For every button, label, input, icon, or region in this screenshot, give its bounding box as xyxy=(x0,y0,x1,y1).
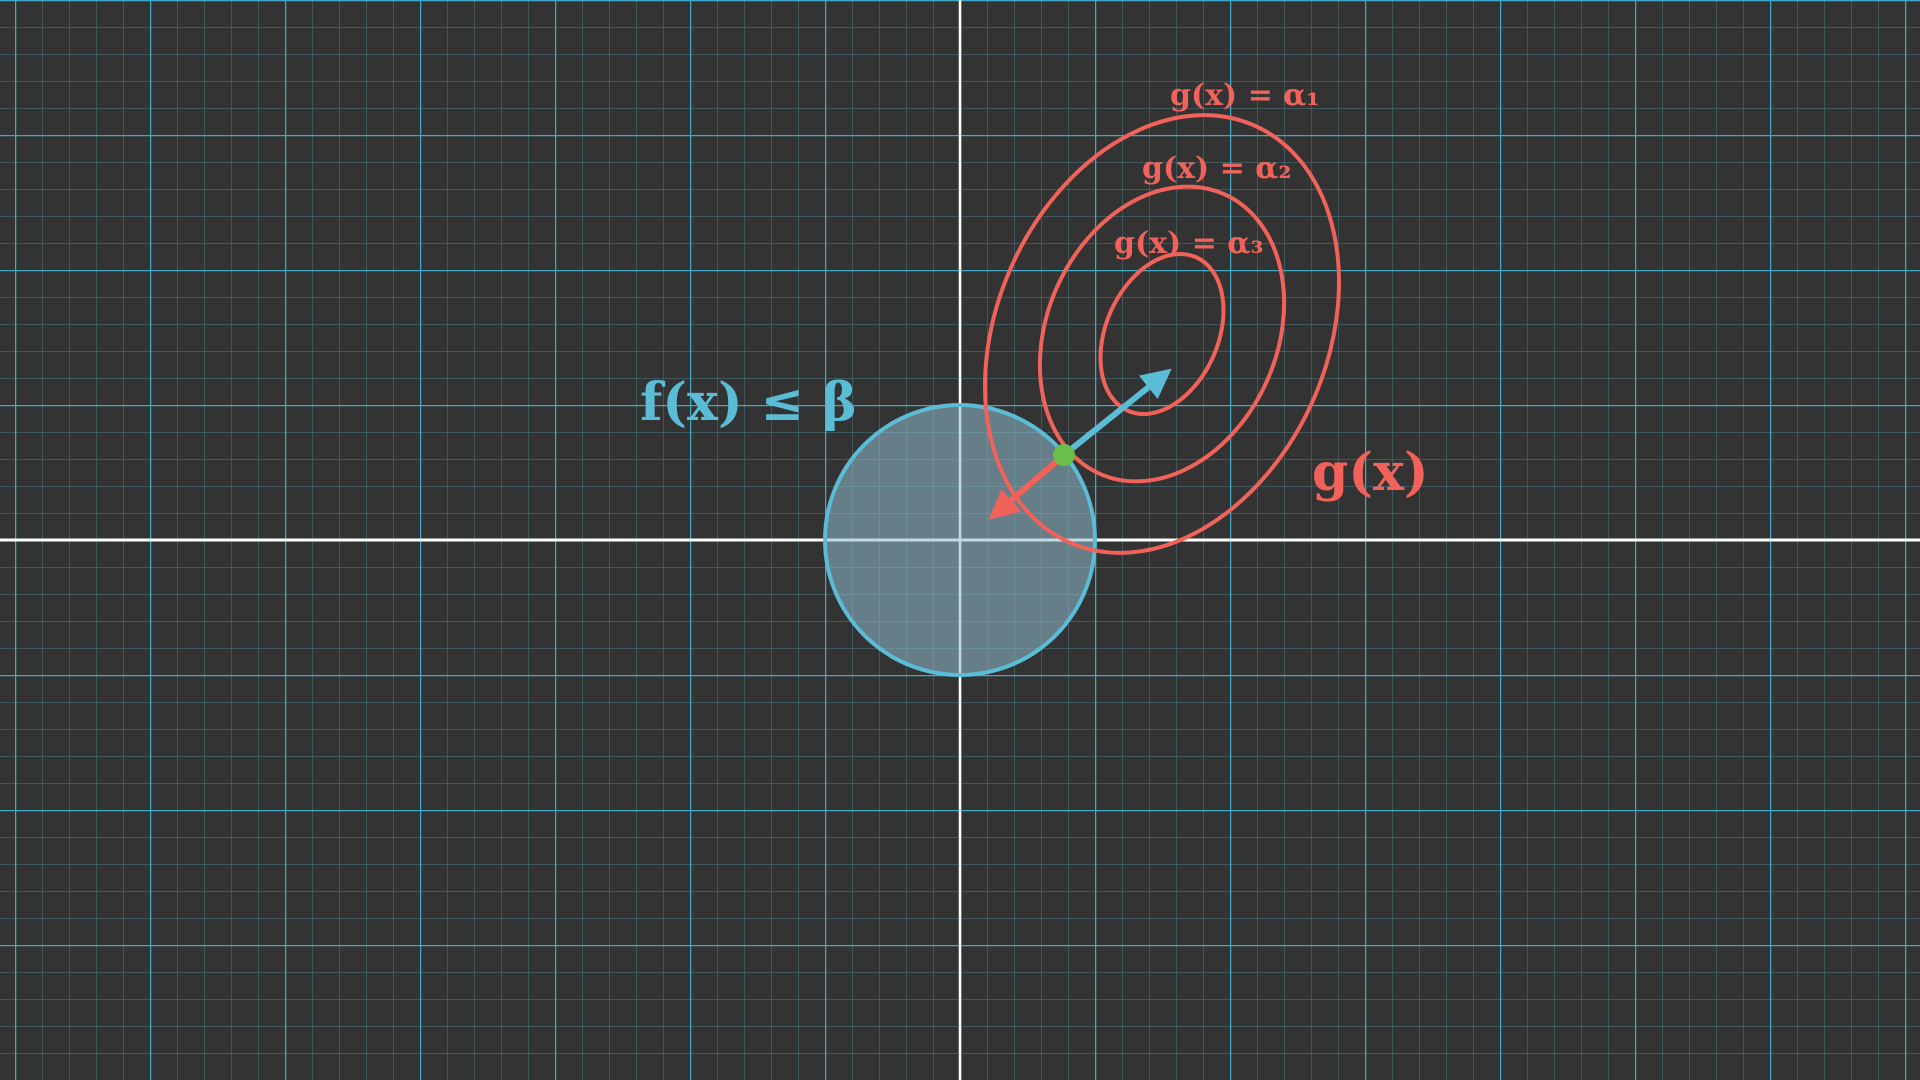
contour-label-3: g(x) = α₃ xyxy=(1114,226,1264,261)
objective-contours xyxy=(983,113,1341,555)
contour-label-1: g(x) = α₁ xyxy=(1170,78,1320,113)
objective-label: g(x) xyxy=(1312,442,1429,503)
tangent-point xyxy=(1053,444,1075,466)
contour-label-2: g(x) = α₂ xyxy=(1142,151,1292,186)
objective-gradient-arrow xyxy=(988,452,1066,520)
contour-ellipse-3 xyxy=(1098,251,1226,417)
contour-ellipse-1 xyxy=(983,113,1341,555)
constraint-gradient-arrow xyxy=(1062,368,1172,458)
contour-ellipse-2 xyxy=(1037,184,1287,484)
constraint-label: f(x) ≤ β xyxy=(640,372,857,433)
constraint-region xyxy=(823,403,1097,677)
